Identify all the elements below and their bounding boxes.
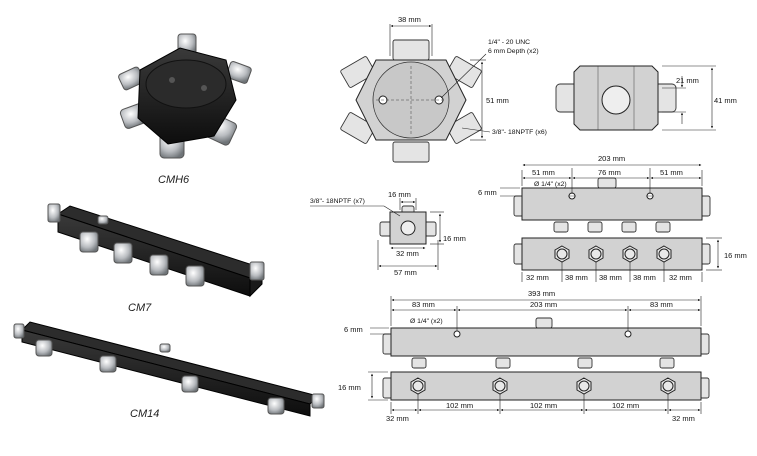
cm7-overall-label: 203 mm [598,154,625,163]
cm14-front-ports [410,377,676,395]
cm14-body [21,321,319,405]
cm7-depth-label: 6 mm [478,188,497,197]
cm7-seg-5: 32 mm [669,273,692,282]
cm14-middle-label: 203 mm [530,300,557,309]
cm14-front-view [368,357,710,414]
cm7-end-outer-label: 57 mm [394,268,417,277]
cm7-middle-label: 76 mm [598,168,621,177]
cmh6-top-view [340,24,491,163]
cm14-depth-label: 6 mm [344,325,363,334]
cm14-overall-label: 393 mm [528,289,555,298]
cm14-left-gap-label: 32 mm [386,414,409,423]
cm7-top-view [500,163,711,221]
cmh6-side-view [555,65,716,131]
cm7-port-label: 3/8"- 18NPTF (x7) [310,198,365,205]
cm14-caption: CM14 [130,408,160,420]
cm7-hole-label: Ø 1/4" (x2) [534,181,567,188]
cm14-gap2-label: 102 mm [530,401,557,410]
cm14-gap3-label: 102 mm [612,401,639,410]
cmh6-port-label: 3/8"- 18NPTF (x6) [492,129,547,136]
cm7-front-height-label: 16 mm [724,251,747,260]
cm7-left-label: 51 mm [532,168,555,177]
cmh6-depth-label: 6 mm Depth (x2) [488,48,539,55]
cm14-gap1-label: 102 mm [446,401,473,410]
cm7-seg-4: 38 mm [633,273,656,282]
cmh6-width-label: 38 mm [398,15,421,24]
photo-cm14 [13,321,325,417]
cm7-seg-3: 38 mm [599,273,622,282]
cm7-end-view [310,198,444,270]
cmh6-thread-label: 1/4" - 20 UNC [488,39,530,46]
photo-cm7 [47,203,265,298]
cm14-hole-label: Ø 1/4" (x2) [410,318,443,325]
cmh6-caption: CMH6 [158,174,190,186]
cm7-seg-2: 38 mm [565,273,588,282]
cm7-caption: CM7 [128,302,152,314]
cm14-right-gap-label: 32 mm [672,414,695,423]
cm14-top-view [370,296,710,357]
cmh6-side-dim-a: 21 mm [676,76,699,85]
cmh6-side-dim-b: 41 mm [714,96,737,105]
cm7-end-top-label: 16 mm [388,190,411,199]
cm7-front-view [513,221,722,282]
cm14-right-label: 83 mm [650,300,673,309]
cm7-right-label: 51 mm [660,168,683,177]
cm14-height-label: 16 mm [338,383,361,392]
cm7-end-side-label: 16 mm [443,234,466,243]
cm7-seg-1: 32 mm [526,273,549,282]
photo-cmh6 [118,33,252,159]
cm7-chrome-plugs [47,203,265,287]
cm7-end-inner-label: 32 mm [396,249,419,258]
cm14-left-label: 83 mm [412,300,435,309]
cmh6-height-label: 51 mm [486,96,509,105]
cm14-chrome-plugs [13,323,325,415]
